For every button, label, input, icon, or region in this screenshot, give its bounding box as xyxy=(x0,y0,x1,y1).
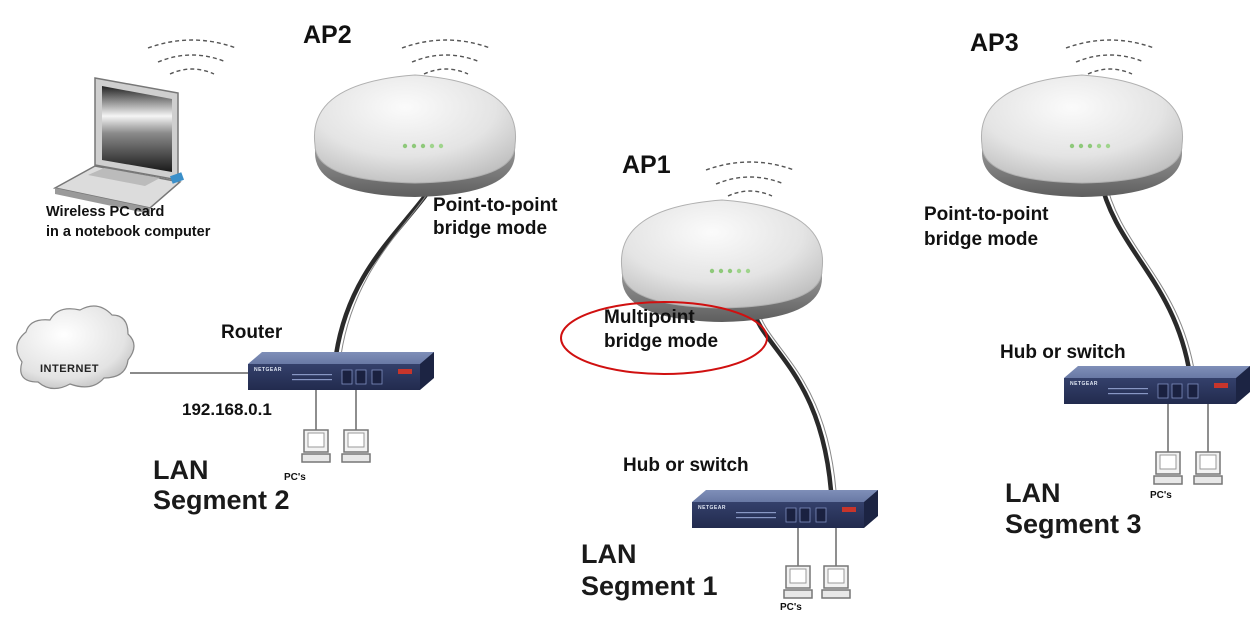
laptop-wireless-waves xyxy=(147,39,237,75)
pc-icon xyxy=(301,429,331,463)
ap3-title: AP3 xyxy=(970,29,1019,57)
hub-switch-3-label: Hub or switch xyxy=(1000,342,1126,363)
hub-switch-1-label: Hub or switch xyxy=(623,455,749,476)
lan-segment-2-line1: LAN xyxy=(153,455,209,485)
ap2-title: AP2 xyxy=(303,21,352,49)
ap3-wireless-waves xyxy=(1065,39,1155,75)
lan-segment-3-line2: Segment 3 xyxy=(1005,509,1142,539)
multipoint-mode-line1: Multipoint xyxy=(604,307,695,328)
internet-cloud-icon xyxy=(16,305,135,390)
ap2-wireless-waves xyxy=(401,39,491,75)
notebook-computer-icon xyxy=(52,77,185,214)
ap2-device-icon xyxy=(313,74,517,198)
lan-segment-1-line2: Segment 1 xyxy=(581,571,718,601)
pc-icon xyxy=(821,565,851,599)
multipoint-mode-line2: bridge mode xyxy=(604,331,719,352)
multipoint-highlight-ellipse xyxy=(560,301,768,375)
cable-ap3-hub xyxy=(1097,177,1193,376)
lan-segment-3-line1: LAN xyxy=(1005,478,1061,508)
ap2-bridge-mode-line2: bridge mode xyxy=(433,218,548,239)
pc-icon xyxy=(341,429,371,463)
pcs-label-segment-2: PC's xyxy=(284,472,306,483)
ap3-device-icon xyxy=(980,74,1184,198)
pcs-label-segment-3: PC's xyxy=(1150,490,1172,501)
router-brand-mark: NETGEAR xyxy=(254,367,282,373)
internet-label: INTERNET xyxy=(40,363,99,375)
router-label: Router xyxy=(221,322,283,343)
lan-segment-2-line2: Segment 2 xyxy=(153,485,290,515)
ap1-title: AP1 xyxy=(622,151,671,179)
ap3-bridge-mode-line2: bridge mode xyxy=(924,229,1039,250)
pc-drop-lines xyxy=(315,390,1209,566)
wireless-card-label-line2: in a notebook computer xyxy=(46,224,211,240)
cable-ap1-hub xyxy=(749,304,835,506)
ap1-wireless-waves xyxy=(705,161,795,197)
hub1-brand-mark: NETGEAR xyxy=(698,505,726,511)
pc-icon xyxy=(1153,451,1183,485)
ap3-bridge-mode-line1: Point-to-point xyxy=(924,204,1049,225)
pcs-label-segment-1: PC's xyxy=(780,602,802,613)
ap2-bridge-mode-line1: Point-to-point xyxy=(433,195,558,216)
ap1-device-icon xyxy=(620,199,824,323)
router-ip-label: 192.168.0.1 xyxy=(182,400,272,419)
lan-segment-1-line1: LAN xyxy=(581,539,637,569)
pc-icon xyxy=(1193,451,1223,485)
wireless-card-label-line1: Wireless PC card xyxy=(46,204,165,220)
hub3-brand-mark: NETGEAR xyxy=(1070,381,1098,387)
cable-ap2-router xyxy=(333,173,442,356)
pc-icon xyxy=(783,565,813,599)
